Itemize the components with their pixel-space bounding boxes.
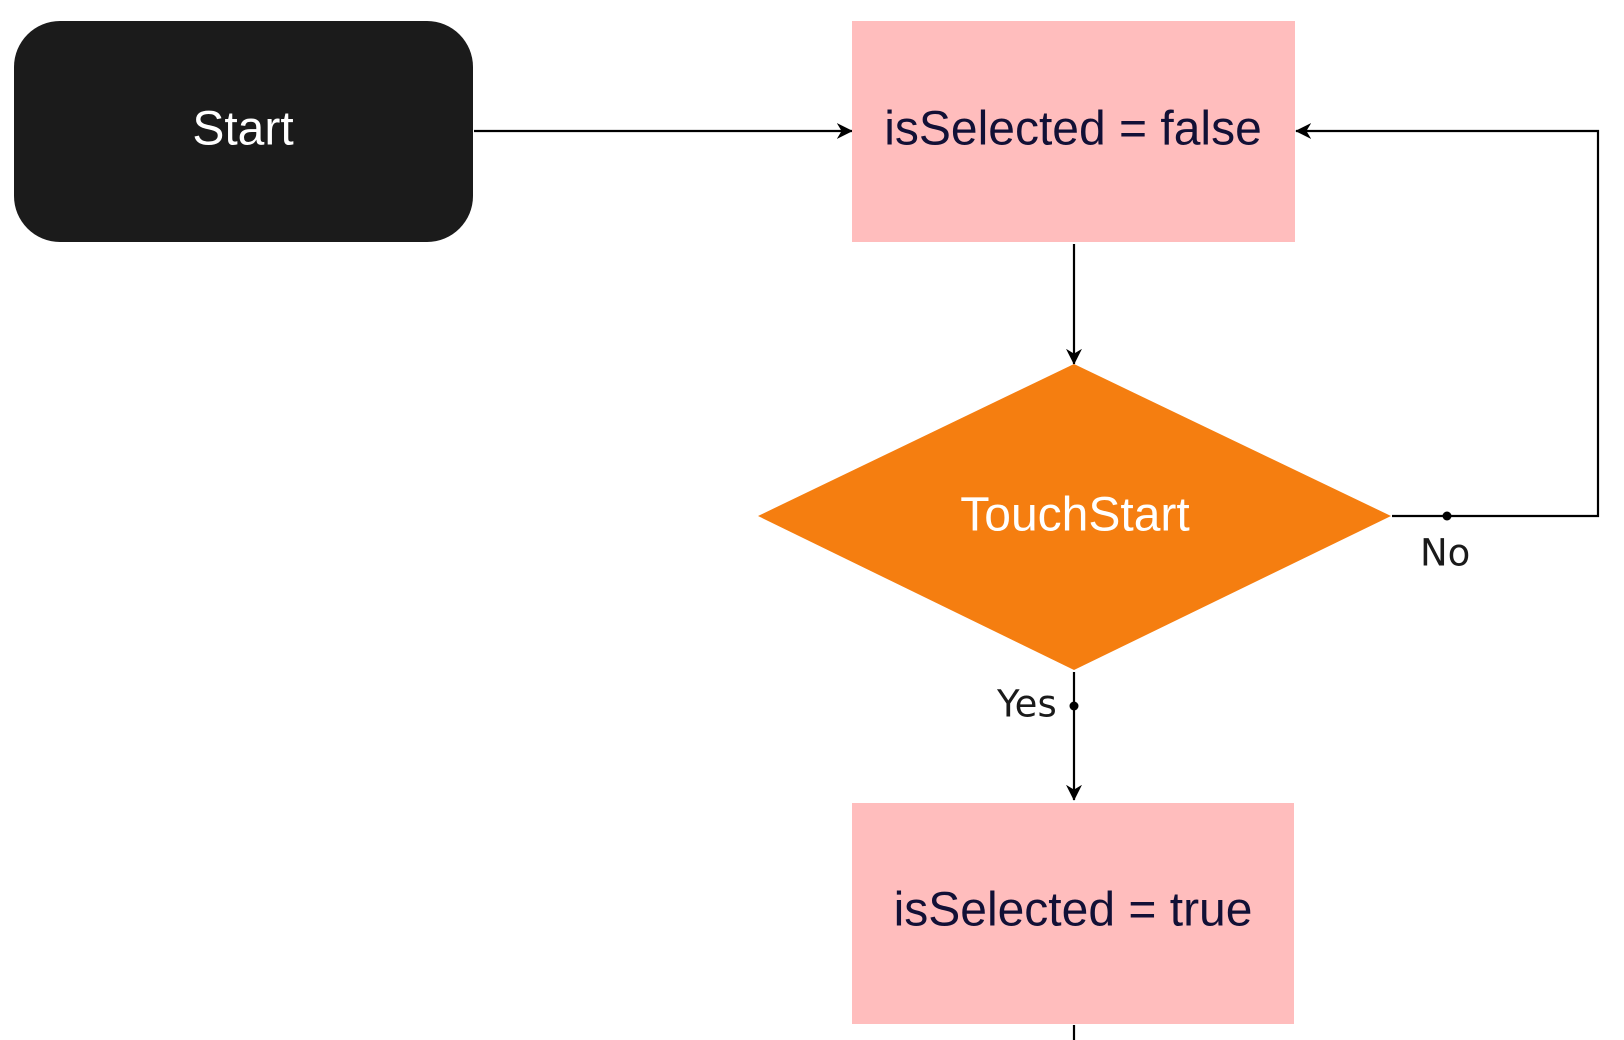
start-terminal-shape [14,21,473,242]
node-decision[interactable]: TouchStart [758,364,1391,670]
init-process-shape [852,21,1295,242]
edge-label-no: No [1420,532,1470,575]
decision-label: TouchStart [960,489,1189,542]
selected-process-label: isSelected = true [894,884,1253,937]
yes-label-anchor-dot [1069,701,1079,711]
start-label: Start [192,103,293,156]
no-label-anchor-dot [1442,511,1452,521]
node-init-process[interactable]: isSelected = false [852,21,1295,242]
decision-diamond-shape [758,364,1391,670]
node-start[interactable]: Start [14,21,473,242]
init-process-label: isSelected = false [884,103,1262,156]
edges: No Yes [474,123,1600,1040]
edge-label-yes: Yes [996,683,1057,726]
node-selected-process[interactable]: isSelected = true [852,803,1294,1024]
edge-decision-no-loop [1295,123,1600,518]
selected-process-shape [852,803,1294,1024]
